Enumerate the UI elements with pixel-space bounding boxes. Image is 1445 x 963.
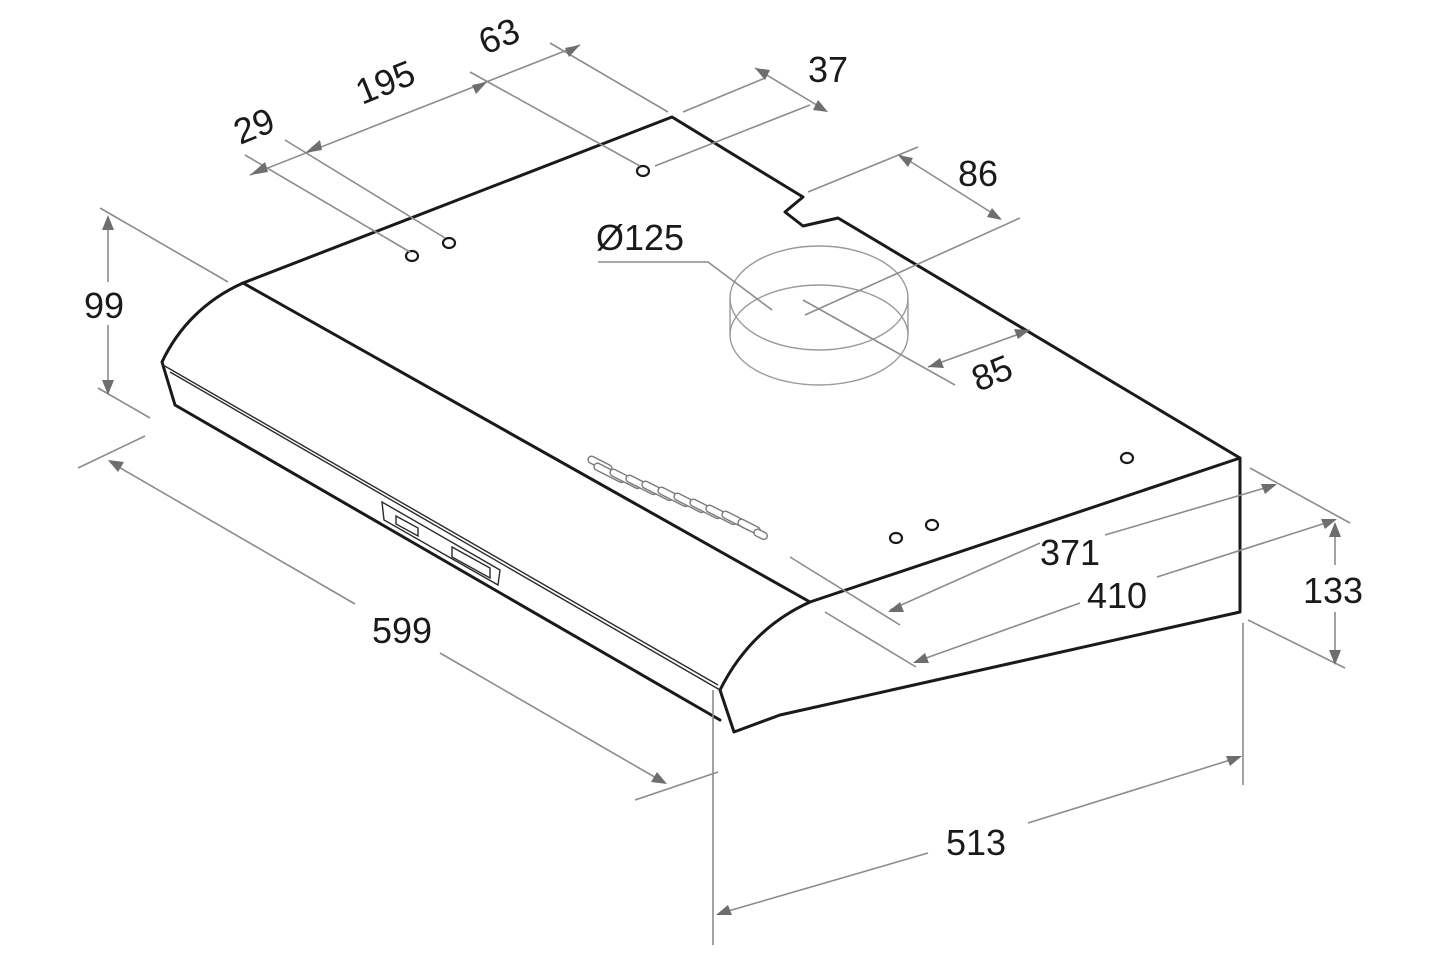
dim-label-371: 371 <box>1040 532 1100 573</box>
dim-label-duct-diameter: Ø125 <box>596 217 684 258</box>
duct-collar <box>729 245 909 386</box>
hole-icon <box>404 249 420 263</box>
hood-top-outline <box>241 115 1242 460</box>
hole-icon <box>441 236 457 250</box>
dim-label-99: 99 <box>84 285 124 326</box>
hole-icon <box>888 531 904 545</box>
dim-label-195: 195 <box>350 52 421 113</box>
hole-icon <box>924 518 940 532</box>
vent-grille <box>587 455 768 541</box>
mounting-holes <box>404 164 1135 545</box>
control-panel <box>381 500 501 587</box>
dim-label-86: 86 <box>958 153 998 194</box>
dim-label-133: 133 <box>1303 570 1363 611</box>
hood-front-top-edge <box>241 281 812 604</box>
hood-body <box>160 115 1242 734</box>
hole-icon <box>1119 451 1135 465</box>
hood-front-lip-2 <box>169 371 721 691</box>
slider-right <box>451 545 491 580</box>
hood-front-curve-left <box>160 281 722 722</box>
hood-front-curve-right <box>718 456 1242 734</box>
dim-label-85: 85 <box>966 346 1018 399</box>
dimension-lines <box>77 42 1351 945</box>
dim-label-513: 513 <box>946 822 1006 863</box>
slider-left <box>395 514 419 538</box>
hole-icon <box>635 164 651 178</box>
dim-label-410: 410 <box>1087 575 1147 616</box>
dimension-labels: 29 195 63 37 86 Ø125 85 99 599 371 410 1… <box>84 9 1363 863</box>
dim-label-37: 37 <box>808 49 848 90</box>
control-panel-frame <box>381 500 501 587</box>
dim-label-599: 599 <box>372 610 432 651</box>
dim-label-29: 29 <box>228 99 280 152</box>
dim-label-63: 63 <box>473 9 525 62</box>
hood-front-lip <box>162 364 719 686</box>
